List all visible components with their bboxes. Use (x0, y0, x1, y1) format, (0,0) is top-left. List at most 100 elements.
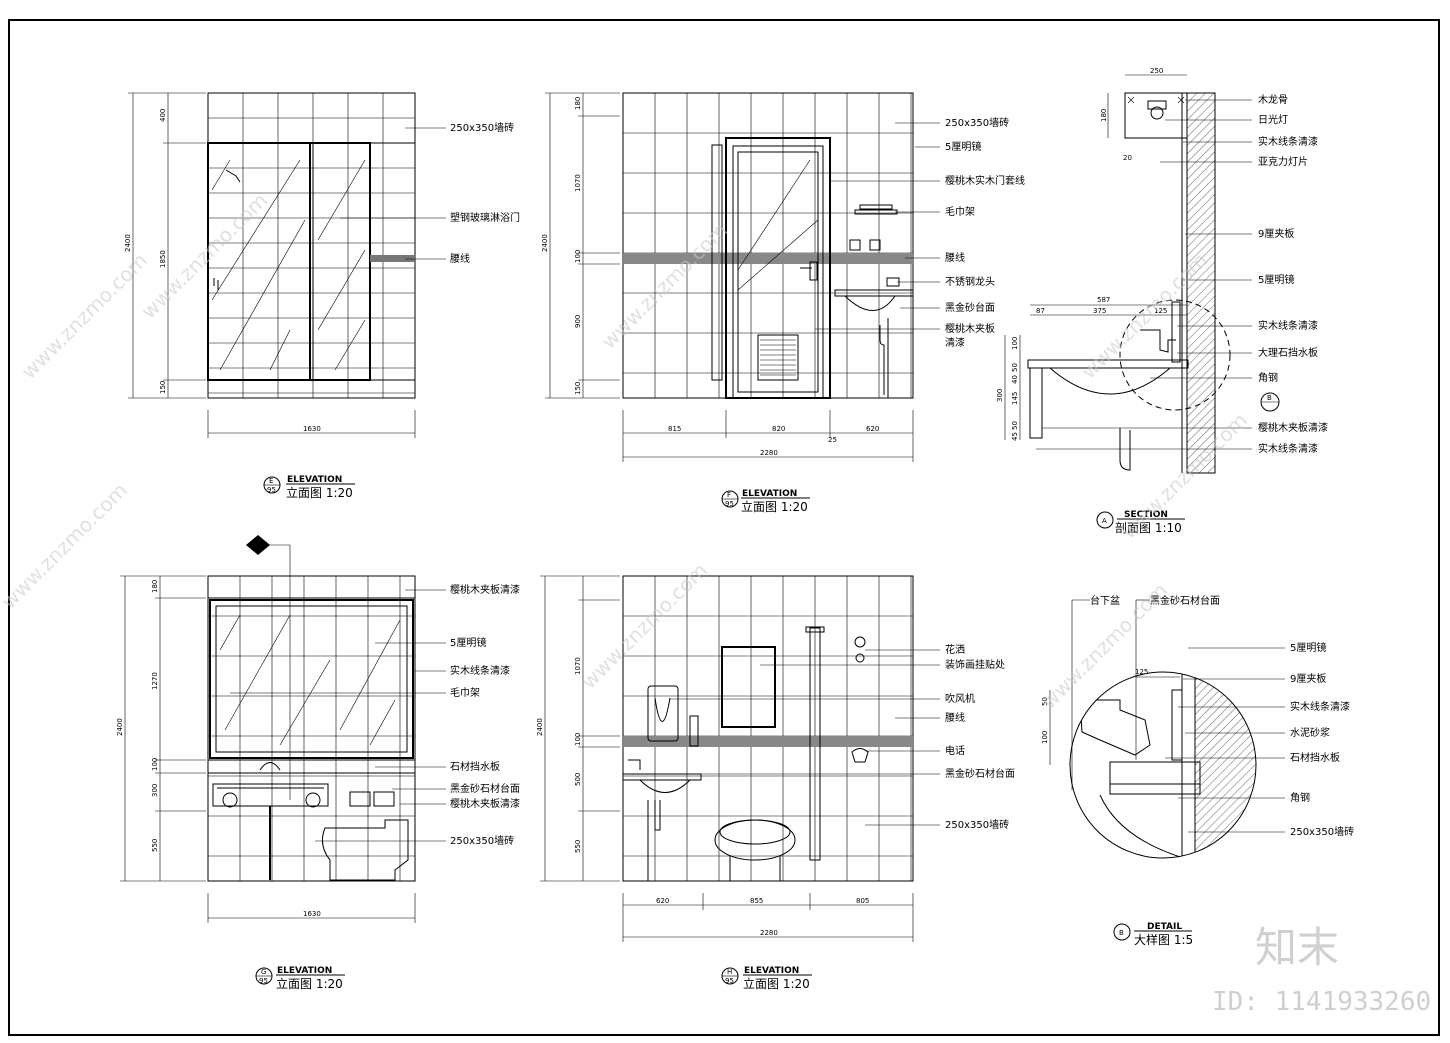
svg-text:95: 95 (725, 500, 734, 508)
svg-text:145: 145 (1011, 392, 1019, 405)
svg-text:5厘明镜: 5厘明镜 (1290, 641, 1326, 654)
svg-text:亚克力灯片: 亚克力灯片 (1258, 155, 1308, 168)
svg-text:805: 805 (856, 897, 869, 905)
svg-text:9厘夹板: 9厘夹板 (1290, 672, 1326, 685)
svg-text:300: 300 (996, 389, 1004, 402)
section-a: 250 180 20 587 87 375 125 100 50 40 300 … (996, 67, 1328, 535)
svg-text:樱桃木夹板清漆: 樱桃木夹板清漆 (450, 583, 520, 596)
svg-text:150: 150 (574, 382, 582, 395)
title-section-a: SECTION (1124, 510, 1168, 520)
svg-text:250x350墙砖: 250x350墙砖 (450, 834, 514, 847)
svg-text:900: 900 (574, 315, 582, 328)
elevation-f: 180 1070 100 900 150 2400 815 820 620 25… (541, 92, 1025, 514)
svg-text:腰线: 腰线 (945, 251, 965, 264)
svg-text:A: A (255, 537, 260, 545)
svg-text:毛巾架: 毛巾架 (945, 205, 975, 218)
svg-text:不锈钢龙头: 不锈钢龙头 (945, 275, 995, 288)
svg-text:石材挡水板: 石材挡水板 (1290, 751, 1340, 764)
svg-text:樱桃木夹板: 樱桃木夹板 (945, 322, 995, 335)
svg-text:45: 45 (1011, 432, 1019, 441)
svg-text:620: 620 (656, 897, 669, 905)
title-elevation-f: ELEVATION (742, 489, 797, 499)
svg-text:B: B (1119, 929, 1124, 937)
svg-text:黑金砂石材台面: 黑金砂石材台面 (945, 767, 1015, 780)
elevation-g: A 180 1270 100 300 550 2400 1630 樱桃木夹板清漆… (116, 535, 520, 991)
svg-text:E: E (269, 477, 273, 485)
svg-text:550: 550 (151, 839, 159, 852)
svg-text:黑金砂台面: 黑金砂台面 (945, 301, 995, 314)
svg-text:5厘明镜: 5厘明镜 (945, 140, 981, 153)
svg-text:87: 87 (1036, 307, 1045, 315)
svg-text:250: 250 (1150, 67, 1163, 75)
svg-text:100: 100 (1011, 337, 1019, 350)
svg-text:樱桃木夹板清漆: 樱桃木夹板清漆 (1258, 421, 1328, 434)
title-elevation-g: ELEVATION (277, 966, 332, 976)
svg-text:日光灯: 日光灯 (1258, 113, 1288, 126)
svg-text:100: 100 (151, 758, 159, 771)
svg-text:大理石挡水板: 大理石挡水板 (1258, 346, 1318, 359)
svg-text:角钢: 角钢 (1290, 791, 1310, 804)
svg-text:吹风机: 吹风机 (945, 692, 975, 705)
svg-text:2280: 2280 (760, 929, 778, 937)
svg-text:清漆: 清漆 (945, 336, 965, 349)
label-waistline: 腰线 (450, 252, 470, 265)
svg-text:587: 587 (1097, 296, 1110, 304)
dim-150: 150 (159, 381, 167, 394)
svg-text:550: 550 (574, 840, 582, 853)
svg-text:1070: 1070 (574, 657, 582, 675)
svg-text:5厘明镜: 5厘明镜 (450, 636, 486, 649)
scale-elevation-h: 立面图 1:20 (743, 976, 810, 991)
svg-text:石材挡水板: 石材挡水板 (450, 760, 500, 773)
svg-text:9厘夹板: 9厘夹板 (1258, 227, 1294, 240)
svg-text:www.znzmo.com: www.znzmo.com (137, 188, 273, 324)
svg-text:95: 95 (259, 977, 268, 985)
svg-text:180: 180 (151, 580, 159, 593)
svg-text:花洒: 花洒 (945, 643, 965, 656)
label-wall-tile: 250x350墙砖 (450, 121, 514, 134)
elevation-h: 1070 100 500 550 2400 620 855 805 2280 花… (536, 575, 1015, 991)
svg-text:樱桃木实木门套线: 樱桃木实木门套线 (945, 174, 1025, 187)
svg-text:台下盆: 台下盆 (1090, 594, 1120, 607)
svg-text:25: 25 (828, 436, 837, 444)
svg-text:www.znzmo.com: www.znzmo.com (17, 248, 153, 384)
svg-text:实木线条清漆: 实木线条清漆 (1290, 700, 1350, 713)
svg-text:B: B (1267, 394, 1272, 402)
svg-text:815: 815 (668, 425, 681, 433)
svg-text:装饰画挂贴处: 装饰画挂贴处 (945, 658, 1005, 671)
svg-text:角钢: 角钢 (1258, 371, 1278, 384)
dim-2400: 2400 (124, 234, 132, 252)
svg-text:电话: 电话 (945, 744, 965, 757)
svg-text:20: 20 (1123, 154, 1132, 162)
svg-text:1270: 1270 (151, 672, 159, 690)
svg-text:水泥砂浆: 水泥砂浆 (1290, 726, 1330, 739)
svg-text:2400: 2400 (116, 718, 124, 736)
svg-text:100: 100 (574, 250, 582, 263)
svg-text:620: 620 (866, 425, 879, 433)
dim-1850: 1850 (159, 250, 167, 268)
scale-elevation-e: 立面图 1:20 (286, 485, 353, 500)
svg-text:腰线: 腰线 (945, 711, 965, 724)
title-elevation-e: ELEVATION (287, 475, 342, 485)
svg-text:www.znzmo.com: www.znzmo.com (0, 478, 132, 614)
svg-text:G: G (261, 968, 266, 976)
svg-text:125: 125 (1154, 307, 1167, 315)
elevation-e: 400 1850 150 2400 1630 250x350墙砖 塑钢玻璃淋浴门… (124, 92, 520, 500)
svg-text:250x350墙砖: 250x350墙砖 (945, 818, 1009, 831)
svg-text:木龙骨: 木龙骨 (1258, 93, 1288, 106)
svg-text:95: 95 (725, 977, 734, 985)
svg-text:1630: 1630 (303, 910, 321, 918)
watermark-logo: 知末 (1255, 923, 1339, 972)
svg-text:250x350墙砖: 250x350墙砖 (945, 116, 1009, 129)
detail-b: 台下盆 黑金砂石材台面 125 50 100 5厘明镜 9厘夹板 实木线条清漆 … (1041, 594, 1354, 947)
svg-text:855: 855 (750, 897, 763, 905)
svg-text:实木线条清漆: 实木线条清漆 (1258, 135, 1318, 148)
svg-text:250x350墙砖: 250x350墙砖 (1290, 825, 1354, 838)
svg-text:500: 500 (574, 773, 582, 786)
svg-text:A: A (1102, 517, 1107, 525)
svg-text:实木线条清漆: 实木线条清漆 (1258, 319, 1318, 332)
scale-section-a: 剖面图 1:10 (1115, 521, 1182, 535)
svg-text:2280: 2280 (760, 449, 778, 457)
watermark-id: ID: 1141933260 (1212, 987, 1431, 1017)
svg-text:黑金砂石材台面: 黑金砂石材台面 (1150, 594, 1220, 607)
svg-text:180: 180 (574, 97, 582, 110)
